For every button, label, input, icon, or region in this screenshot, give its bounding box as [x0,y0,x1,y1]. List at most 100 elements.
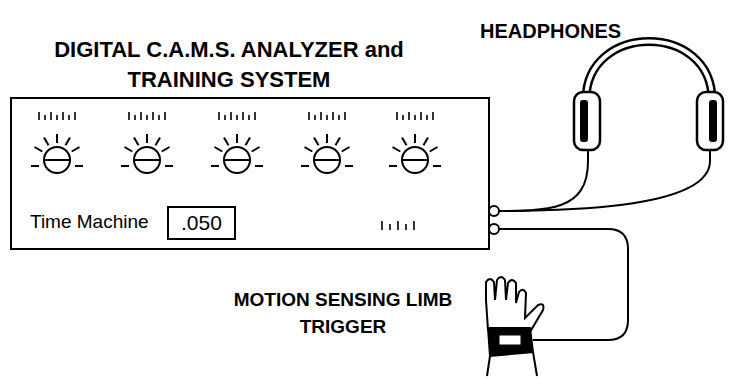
knob-pointer [314,159,340,161]
node-text: DIGITAL C.A.M.S. ANALYZER and TRAINING S… [34,35,424,95]
scale-mark [236,115,238,120]
knob-tick [121,165,129,167]
scale-mark [397,221,399,230]
knob-tick [345,165,353,167]
knob-tick [336,137,341,145]
knob-tick [389,165,397,167]
scale-mark [344,112,346,120]
knob-tick [214,147,222,152]
knob-tick [224,137,229,145]
knob-tick [342,147,350,152]
knob [314,147,340,173]
knob [134,147,160,173]
scale-mark [230,112,232,120]
scale-mark [320,112,322,120]
cable [490,161,588,211]
display-box: .050 [167,206,236,240]
scale-mark [152,112,154,120]
scale-mark [74,112,76,120]
headphones-node: HEADPHONES [470,10,725,161]
scale-mark [408,112,410,120]
knob-tick [211,165,219,167]
scale-mark [146,115,148,120]
knob-tick [162,147,170,152]
scale-mark [396,112,398,120]
knob [402,147,428,173]
knob-tick [301,165,309,167]
scale-mark [389,224,391,230]
scale-mark [308,112,310,120]
scale-mark [38,112,40,120]
scale-mark [405,224,407,230]
trigger-node: MOTION SENSING LIMB TRIGGER [212,278,556,376]
jack [489,206,499,216]
analyzer-box: DIGITAL C.A.M.S. ANALYZER and TRAINING S… [10,97,490,250]
knob-tick [165,165,173,167]
knob-tick [31,165,39,167]
scale-mark [432,112,434,120]
knob-tick [156,137,161,145]
knob-tick [72,147,80,152]
scale-mark [44,115,46,120]
scale-mark [332,112,334,120]
scale-mark [414,115,416,120]
scale-mark [242,112,244,120]
knob-tick [236,134,238,143]
panel-label: Time Machine [30,210,149,234]
scale-mark [420,112,422,120]
scale-mark [218,112,220,120]
knob-tick [146,134,148,143]
headphones-drawing [574,42,723,162]
knob-tick [66,137,71,145]
knob-pointer [224,159,250,161]
knob-pointer [134,159,160,161]
knob-pointer [44,159,70,161]
knob-tick [246,137,251,145]
knob-tick [414,134,416,143]
scale-mark [413,221,415,230]
knob [224,147,250,173]
node-text: .050 [181,210,222,236]
scale-mark [426,115,428,120]
scale-mark [62,112,64,120]
knob-tick [56,134,58,143]
knob-tick [392,147,400,152]
scale-mark [50,112,52,120]
knob-tick [402,137,407,145]
hand-drawing [486,277,556,376]
knobs [31,134,441,173]
knob-tick [424,137,429,145]
scale-mark [56,115,58,120]
knob-tick [34,147,42,152]
knob-tick [430,147,438,152]
node-text: HEADPHONES [480,18,621,45]
scale-mark [254,112,256,120]
scale-mark [402,115,404,120]
scale-mark [338,115,340,120]
scale-mark [128,112,130,120]
jack [489,224,499,234]
cable [490,161,710,211]
node-text: MOTION SENSING LIMB TRIGGER [212,286,474,340]
knob-tick [134,137,139,145]
knob-tick [124,147,132,152]
scale-mark [224,115,226,120]
knob-tick [75,165,83,167]
knob-tick [326,134,328,143]
scale-mark [134,115,136,120]
knob-tick [44,137,49,145]
scale-mark [326,115,328,120]
knob-pointer [402,159,428,161]
scale-mark [68,115,70,120]
knob-tick [314,137,319,145]
scale-mark [381,221,383,230]
scale-mark [140,112,142,120]
knob [44,147,70,173]
scale-mark [314,115,316,120]
scale-mark [158,115,160,120]
scale-mark [164,112,166,120]
scale-mark [248,115,250,120]
knob-tick [252,147,260,152]
knob-tick [255,165,263,167]
knob-tick [433,165,441,167]
